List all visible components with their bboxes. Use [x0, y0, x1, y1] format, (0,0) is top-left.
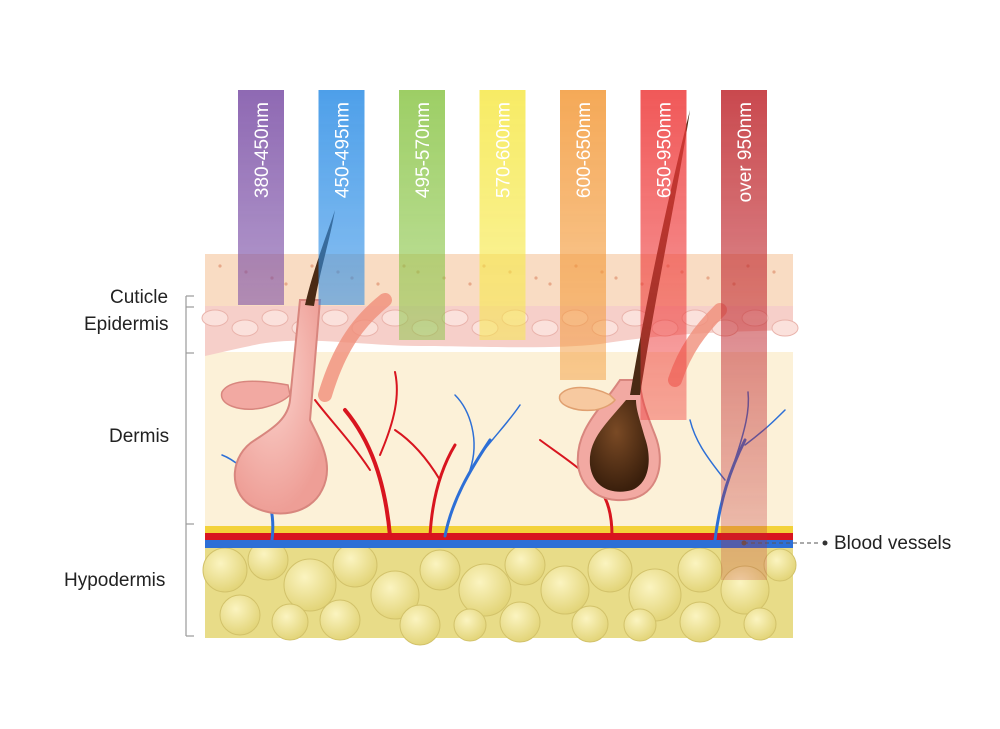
cuticle-dot: [218, 264, 222, 268]
cuticle-dot: [614, 276, 618, 280]
epidermis-cell: [261, 309, 289, 327]
wavelength-band-label: 495-570nm: [413, 102, 434, 198]
cuticle-dot: [706, 276, 710, 280]
fat-cell: [419, 549, 461, 591]
wavelength-band: 380-450nm: [238, 90, 284, 305]
capillaries: [221, 371, 786, 542]
wavelength-band-bar: [318, 90, 365, 305]
wavelength-band: over 950nm: [721, 90, 767, 580]
wavelength-band-label: 380-450nm: [252, 102, 273, 198]
fat-cell: [202, 547, 248, 593]
cuticle-dot: [772, 270, 776, 274]
fat-cell: [370, 570, 420, 620]
fat-cell: [763, 548, 797, 582]
fat-cell: [399, 604, 441, 646]
label-blood-vessels: Blood vessels: [834, 533, 952, 554]
fat-cell: [743, 607, 777, 641]
wavelength-band: 450-495nm: [318, 90, 365, 305]
hypodermis-layer: [202, 539, 797, 646]
wavelength-band-bar: [721, 90, 767, 580]
epidermis-cell: [231, 319, 259, 337]
fat-cell: [499, 601, 541, 643]
wavelength-band-label: 570-600nm: [494, 102, 515, 198]
epidermis-cell: [771, 319, 799, 337]
wavelength-band: 600-650nm: [560, 90, 606, 380]
wavelength-band: 570-600nm: [479, 90, 526, 340]
wavelength-bands: 380-450nm 450-495nm 495-570nm 570-600nm 600-…: [238, 90, 767, 580]
epidermis-cell: [201, 309, 229, 327]
label-hypodermis: Hypodermis: [64, 570, 166, 591]
fat-cell: [504, 544, 546, 586]
fat-cell: [623, 608, 657, 642]
fat-cells: [202, 539, 797, 646]
fat-cell: [587, 547, 633, 593]
wavelength-band-label: 650-950nm: [655, 102, 676, 198]
fat-cell: [283, 558, 337, 612]
fat-cell: [540, 565, 590, 615]
wavelength-band-bar: [640, 90, 687, 420]
wavelength-band-label: over 950nm: [735, 102, 756, 202]
fat-cell: [219, 594, 261, 636]
fat-cell: [677, 547, 723, 593]
cuticle-dot: [310, 264, 314, 268]
cuticle-dot: [534, 276, 538, 280]
fat-cell: [332, 542, 378, 588]
fat-cell: [679, 601, 721, 643]
wavelength-band: 650-950nm: [640, 90, 687, 420]
wavelength-band: 495-570nm: [399, 90, 445, 340]
label-dermis: Dermis: [109, 426, 170, 447]
label-epidermis: Epidermis: [84, 314, 169, 335]
hair-follicle-left: [220, 210, 392, 515]
cuticle-dot: [284, 282, 288, 286]
wavelength-band-bar: [560, 90, 606, 380]
epidermis-cell: [441, 309, 469, 327]
fat-cell: [453, 608, 487, 642]
cuticle-dot: [548, 282, 552, 286]
label-cuticle: Cuticle: [110, 287, 169, 308]
fat-cell: [319, 599, 361, 641]
cuticle-dot: [376, 282, 380, 286]
wavelength-band-bar: [479, 90, 526, 340]
epidermis-cell: [321, 309, 349, 327]
wavelength-band-label: 450-495nm: [333, 102, 354, 198]
layer-brackets: [185, 295, 194, 637]
fat-cell: [571, 605, 609, 643]
wavelength-band-bar: [399, 90, 445, 340]
vessel-plexus: [205, 526, 793, 548]
wavelength-band-label: 600-650nm: [574, 102, 595, 198]
fat-cell: [458, 563, 512, 617]
cuticle-dot: [468, 282, 472, 286]
wavelength-band-bar: [238, 90, 284, 305]
epidermis-cell: [531, 319, 559, 337]
fat-cell: [271, 603, 309, 641]
